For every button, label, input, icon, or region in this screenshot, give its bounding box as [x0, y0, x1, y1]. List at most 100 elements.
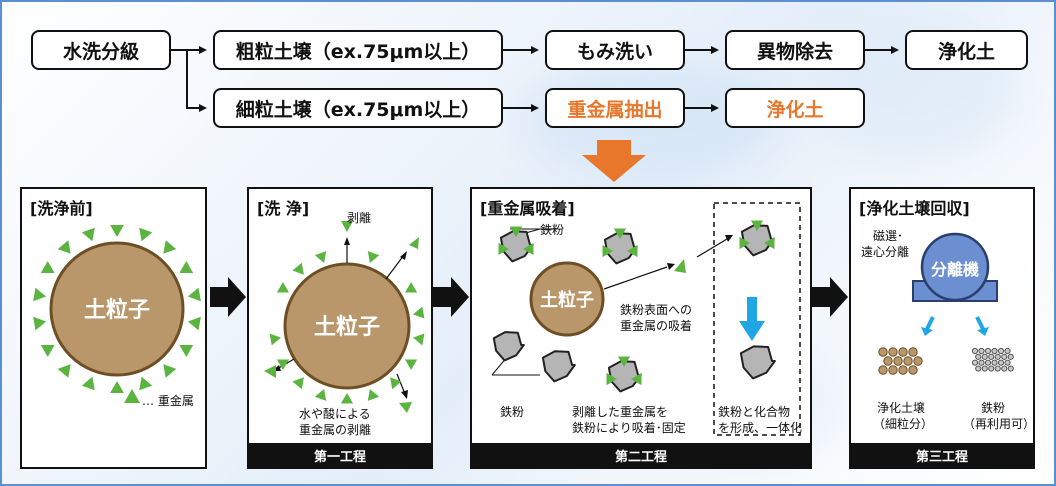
flow-wash-classify: 水洗分級 [31, 30, 171, 70]
heavy-metal-icon [81, 376, 95, 391]
iron-granule [971, 347, 979, 355]
heavy-metal-icon [110, 381, 124, 393]
heavy-metal-icon [631, 372, 642, 386]
heavy-metal-icon [179, 261, 194, 273]
flow-fine-soil: 細粒土壌（ex.75μm以上） [213, 88, 503, 128]
heavy-metal-icon [40, 261, 55, 273]
flow-coarse-soil: 粗粒土壌（ex.75μm以上） [213, 30, 503, 70]
heavy-metal-icon [509, 226, 523, 237]
soil-granule [898, 365, 908, 375]
iron-with-metal-icon [499, 230, 534, 263]
iron-label-top: 鉄粉 [540, 223, 565, 237]
iron-granule [988, 365, 995, 372]
iron-granule [1007, 353, 1014, 360]
capture-note-line1: 剥離した重金属を [572, 405, 669, 419]
panel-washing: [洗 浄] 土粒子 剥離 水や酸による 重金属の剥離 第一工程 [247, 187, 433, 469]
heavy-metal-icon [602, 244, 613, 258]
heavy-metal-icon [523, 242, 534, 256]
heavy-metal-icon [57, 240, 71, 254]
before-illustration: 土粒子 [33, 225, 201, 403]
heavy-metal-icon [367, 251, 380, 263]
iron-line1: 鉄粉 [981, 401, 1006, 415]
panel-adsorption: [重金属吸着] 土粒子 鉄粉 鉄粉表面への 重金属の吸着 鉄粉 剥離した重金属を… [470, 187, 812, 469]
wash-note-line2: 重金属の剥離 [299, 423, 372, 437]
soil-granule [878, 347, 888, 357]
step-label: 第二工程 [472, 443, 810, 467]
particle-label: 土粒子 [314, 314, 380, 340]
heavy-metal-icon [110, 225, 124, 237]
heavy-metal-icon [179, 345, 194, 357]
iron-granule [1001, 365, 1008, 372]
heavy-metal-icon [617, 356, 631, 367]
iron-granule [971, 359, 979, 366]
iron-granule [984, 347, 992, 355]
heavy-metal-icon [367, 389, 380, 401]
iron-granule [991, 359, 998, 366]
heavy-metal-icon [33, 287, 47, 302]
panel-title: [浄化土壌回収] [859, 199, 970, 218]
iron-granule [988, 353, 995, 360]
heavy-metal-icon [613, 228, 627, 239]
machine-label: 分離機 [931, 260, 979, 279]
heavy-metal-icon [606, 372, 617, 386]
heavy-metal-icon [40, 345, 55, 357]
capture-note-line2: 鉄粉により吸着･固定 [572, 421, 686, 435]
soil-granule [888, 365, 898, 375]
step-label: 第一工程 [249, 443, 431, 467]
iron-granule [1007, 365, 1014, 372]
soil-granule [878, 365, 888, 375]
heavy-metal-icon [81, 227, 95, 242]
heavy-metal-icon [292, 377, 304, 390]
heavy-metal-icon [163, 240, 177, 254]
heavy-metal-icon [413, 306, 425, 319]
legend-metal-icon [124, 389, 140, 403]
soil-granule [903, 356, 913, 366]
soil-granule [908, 365, 918, 375]
iron-label-bottom: 鉄粉 [500, 405, 525, 419]
particle-label: 土粒子 [540, 289, 594, 311]
heavy-metal-icon [276, 282, 289, 293]
surface-note-line2: 重金属の吸着 [620, 319, 693, 333]
heavy-metal-icon [498, 242, 509, 256]
heavy-metal-icon [269, 333, 281, 346]
heavy-metal-icon [276, 359, 289, 370]
clean-soil-line1: 浄化土壌 [877, 401, 926, 415]
heavy-metal-icon [627, 244, 638, 258]
iron-powder-icon [541, 350, 576, 383]
heavy-metal-icon [413, 333, 425, 346]
machine-drum [920, 232, 990, 302]
clean-soil-line2: （細粒分） [873, 417, 934, 431]
iron-granule [1004, 359, 1011, 366]
iron-with-metal-icon [607, 360, 642, 393]
flow-arrows [171, 46, 899, 182]
iron-granule [984, 359, 992, 366]
soil-granule [898, 347, 908, 357]
heavy-metal-icon [187, 316, 201, 331]
heavy-metal-icon [314, 251, 327, 263]
iron-granule [981, 353, 988, 360]
iron-granule [994, 353, 1001, 360]
method-line1: 磁選･ [873, 229, 904, 243]
particle-label: 土粒子 [84, 297, 150, 323]
compound-note-line2: を形成、一体化 [718, 421, 803, 435]
iron-granule [975, 365, 982, 372]
iron-granule [997, 347, 1005, 355]
heavy-metal-icon [764, 236, 775, 250]
heavy-metal-icon [750, 220, 764, 231]
iron-with-metal-icon [740, 224, 775, 257]
flow-clean-soil-2: 浄化土 [725, 88, 865, 128]
iron-line2: （再利用可） [963, 417, 1036, 431]
wash-illustration: 土粒子 [264, 221, 425, 413]
iron-powder-icon [492, 331, 525, 362]
surface-note-line1: 鉄粉表面への [620, 303, 693, 317]
soil-granule [913, 356, 923, 366]
heavy-metal-icon [292, 262, 304, 275]
process-arrow-3 [812, 277, 848, 317]
soil-granule [908, 347, 918, 357]
iron-granule [994, 365, 1001, 372]
flow-scrub: もみ洗い [545, 30, 685, 70]
iron-granule [978, 347, 985, 355]
iron-granule [997, 359, 1005, 366]
soil-granule [893, 356, 903, 366]
